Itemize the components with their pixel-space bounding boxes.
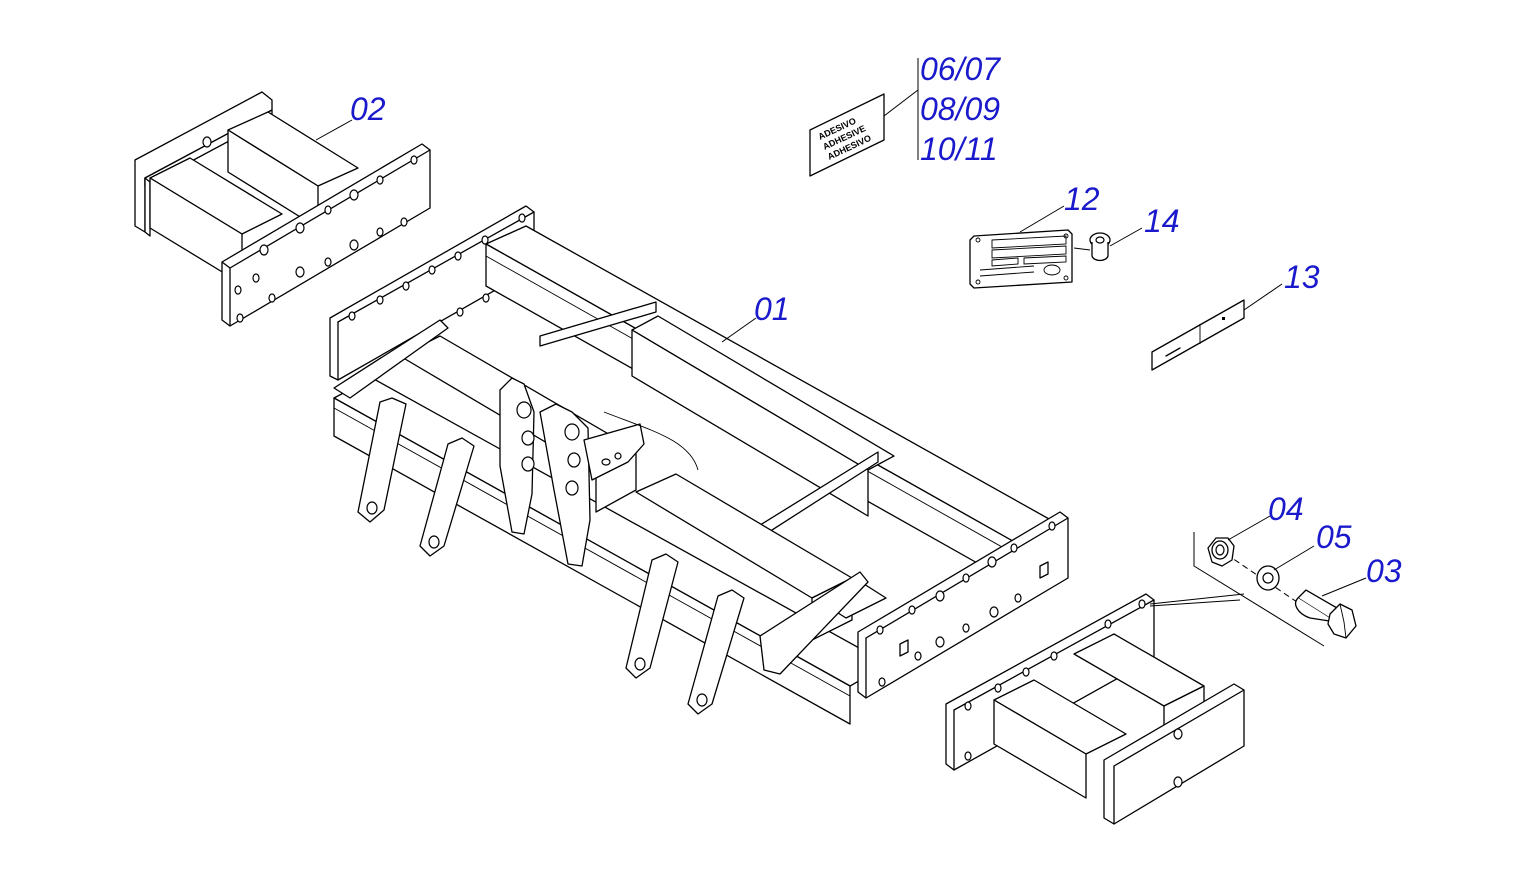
callout-03: 03 bbox=[1366, 553, 1402, 589]
bracket-lower-right-holes bbox=[964, 599, 1146, 761]
label-strip-13[interactable] bbox=[1151, 283, 1283, 371]
washer-05[interactable] bbox=[1256, 565, 1280, 591]
adhesive-sticker[interactable]: ADESIVO ADHESIVE ADHESIVO bbox=[809, 58, 919, 177]
bolt-03[interactable] bbox=[1295, 589, 1357, 639]
nut-04[interactable] bbox=[1207, 537, 1235, 567]
front-flange-holes bbox=[876, 521, 1056, 687]
callout-13: 13 bbox=[1284, 259, 1320, 295]
callout-06-07: 06/07 bbox=[920, 51, 1001, 87]
leader-01 bbox=[721, 317, 757, 343]
rivet-14[interactable] bbox=[1073, 227, 1143, 262]
callout-02: 02 bbox=[350, 91, 386, 127]
leader-05 bbox=[1273, 545, 1315, 571]
bracket-lower-right[interactable] bbox=[945, 593, 1245, 825]
leader-04 bbox=[1227, 515, 1271, 541]
identification-plate-12[interactable] bbox=[969, 205, 1073, 289]
part-02-holes bbox=[202, 136, 418, 323]
callout-01: 01 bbox=[754, 291, 790, 327]
callout-05: 05 bbox=[1316, 519, 1352, 555]
callout-12: 12 bbox=[1064, 181, 1100, 217]
callout-14: 14 bbox=[1144, 203, 1180, 239]
callout-labels: 01 02 03 04 05 06/07 08/09 10/11 12 13 1… bbox=[350, 51, 1402, 589]
part-02-bracket[interactable] bbox=[134, 91, 431, 327]
bolt-assembly[interactable] bbox=[1149, 532, 1357, 647]
callout-08-09: 08/09 bbox=[920, 91, 1000, 127]
callout-10-11: 10/11 bbox=[920, 131, 998, 167]
stud-bolts bbox=[899, 561, 1049, 657]
leader-03 bbox=[1321, 577, 1367, 597]
hanger-arms bbox=[357, 397, 745, 715]
leader-02 bbox=[315, 119, 353, 141]
hitch-plates bbox=[499, 377, 699, 567]
part-01-main-frame[interactable] bbox=[329, 205, 1069, 725]
rear-flange-holes bbox=[348, 213, 526, 321]
callout-04: 04 bbox=[1268, 491, 1304, 527]
